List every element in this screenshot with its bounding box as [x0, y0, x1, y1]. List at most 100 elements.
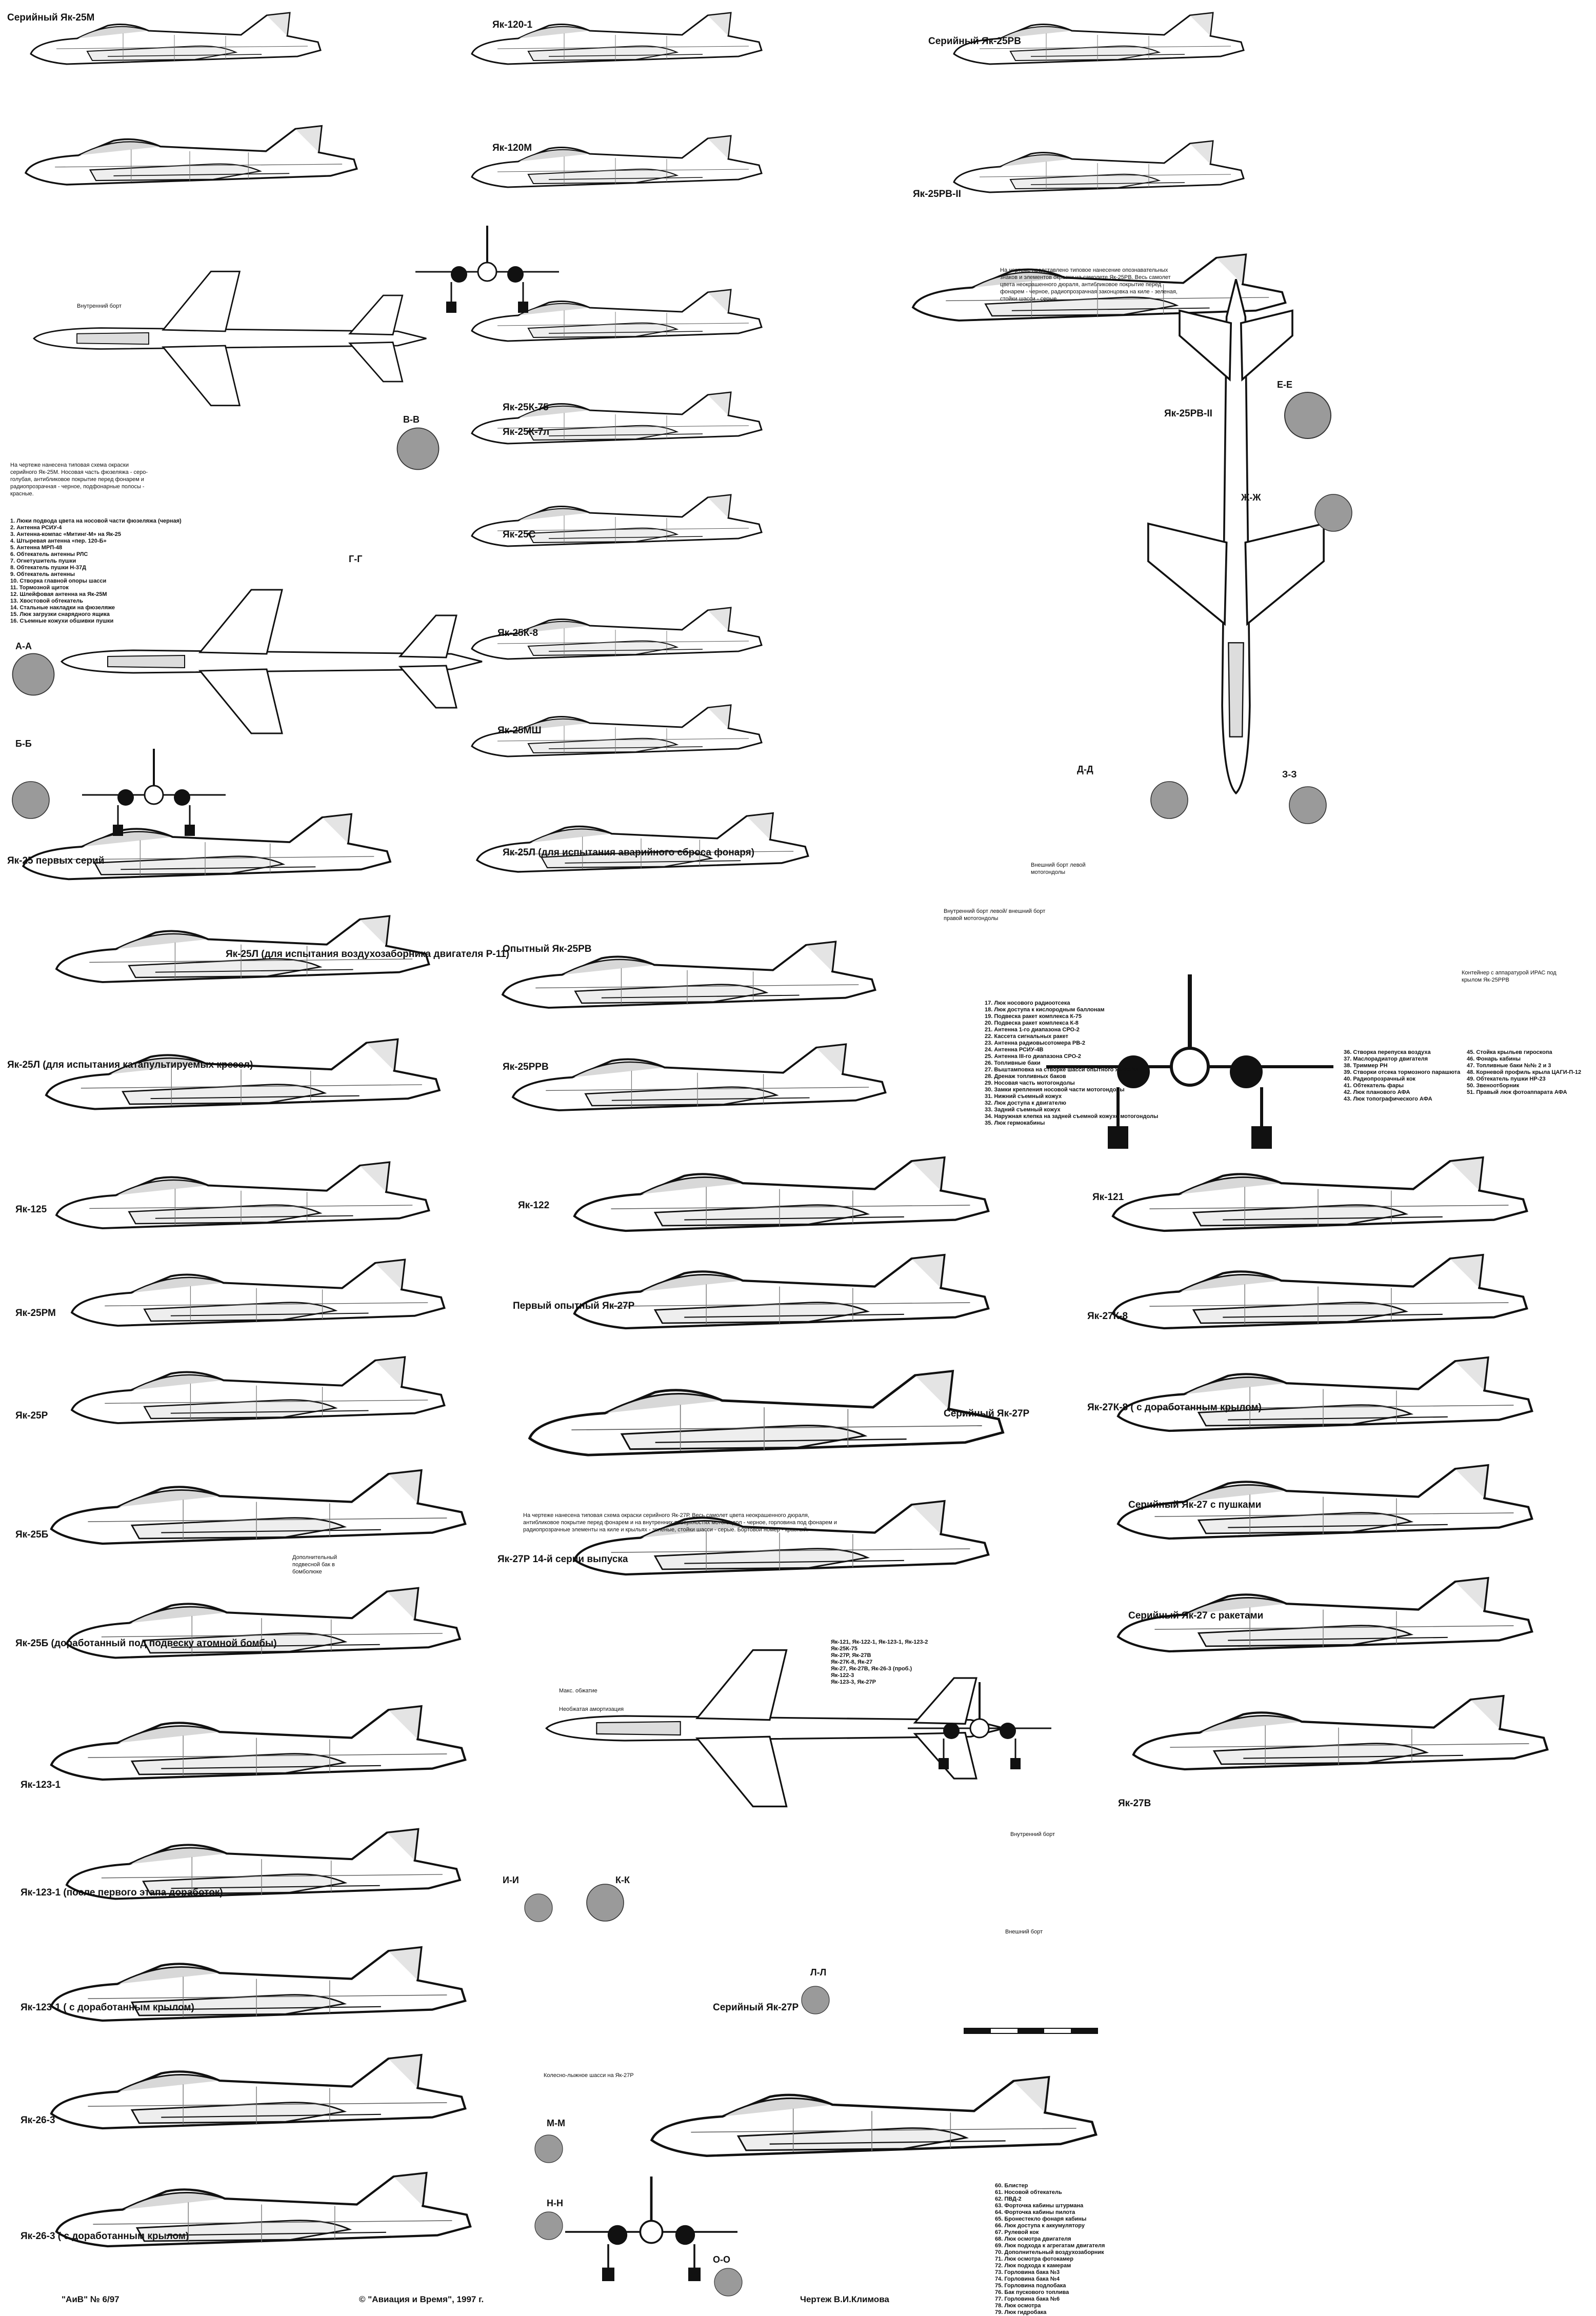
label-yak25rrv: Як-25РРВ	[503, 1062, 549, 1072]
legend-item: 74. Горловина бака №4	[995, 2276, 1060, 2282]
label-yak25rv2: Як-25РВ-II	[913, 189, 961, 199]
legend-item: 73. Горловина бака №3	[995, 2269, 1060, 2275]
legend-1-16: 1. Люки подвода цвета на носовой части ф…	[10, 518, 182, 625]
legend-item: Як-27, Як-27В, Як-26-3 (проб.)	[831, 1666, 912, 1672]
legend-item: 43. Люк топографического АФА	[1344, 1096, 1432, 1102]
section-label: Ж-Ж	[1241, 492, 1261, 503]
legend-item: Як-25К-75	[831, 1646, 857, 1652]
legend-item: 60. Блистер	[995, 2183, 1028, 2189]
legend-item: Як-121, Як-122-1, Як-123-1, Як-123-2	[831, 1639, 928, 1645]
legend-item: 79. Люк гидробака	[995, 2309, 1047, 2315]
legend-item: Як-27К-8, Як-27	[831, 1659, 873, 1665]
section-label: И-И	[503, 1875, 519, 1885]
legend-item: 37. Маслорадиатор двигателя	[1344, 1056, 1428, 1062]
legend-item: 29. Носовая часть мотогондолы	[985, 1080, 1075, 1086]
label-yak121: Як-121	[1092, 1192, 1124, 1203]
note-gear-free: Необжатая амортизация	[559, 1706, 624, 1712]
section-label: Б-Б	[15, 738, 32, 749]
legend-item: 25. Антенна III-го диапазона СРО-2	[985, 1053, 1081, 1060]
label-yak25l-intake: Як-25Л (для испытания воздухозаборника д…	[226, 949, 510, 960]
note-ski-gear: Колесно-лыжное шасси на Як-27Р	[544, 2072, 634, 2079]
label-yak25l-seat: Як-25Л (для испытания катапультируемых к…	[7, 1060, 253, 1070]
note-yak25m-paint: На чертеже нанесена типовая схема окраск…	[10, 462, 148, 497]
label-yak120-1: Як-120-1	[492, 19, 533, 30]
legend-item: 49. Обтекатель пушки НР-23	[1467, 1076, 1546, 1082]
label-yak27k8-wing: Як-27К-8 ( с доработанным крылом)	[1087, 1402, 1262, 1413]
legend-item: 23. Антенна радиовысотомера РВ-2	[985, 1040, 1085, 1046]
legend-item: 28. Дренаж топливных баков	[985, 1073, 1066, 1080]
label-yak25rm: Як-25РМ	[15, 1308, 56, 1319]
label-yak123-1: Як-123-1	[21, 1780, 61, 1790]
footer-issue: "АиВ" № 6/97	[62, 2294, 119, 2304]
legend-item: 2. Антенна РСИУ-4	[10, 525, 62, 531]
legend-item: 63. Форточка кабины штурмана	[995, 2203, 1084, 2209]
label-yak123-1-mod: Як-123-1 (после первого этапа доработок)	[21, 1887, 223, 1898]
label-yak27r-14: Як-27Р 14-й серии выпуска	[497, 1554, 628, 1565]
section-label: К-К	[615, 1875, 630, 1885]
legend-item: 39. Створки отсека тормозного парашюта	[1344, 1069, 1461, 1075]
section-label: З-З	[1282, 769, 1297, 780]
legend-item: 7. Огнетушитель пушки	[10, 558, 76, 564]
label-yak27k8: Як-27К-8	[1087, 1311, 1128, 1322]
legend-item: 68. Люк осмотра двигателя	[995, 2236, 1071, 2242]
legend-item: 78. Люк осмотра	[995, 2303, 1041, 2309]
legend-item: 50. Звеноотборник	[1467, 1083, 1520, 1089]
label-yak27-rockets: Серийный Як-27 с ракетами	[1128, 1610, 1264, 1621]
label-yak27r-serial: Серийный Як-27Р	[944, 1408, 1030, 1419]
legend-item: 72. Люк подхода к камерам	[995, 2263, 1071, 2269]
section-label: М-М	[547, 2118, 565, 2128]
footer-copyright: © "Авиация и Время", 1997 г.	[359, 2294, 484, 2304]
legend-item: 1. Люки подвода цвета на носовой части ф…	[10, 518, 182, 524]
section-label: Н-Н	[547, 2198, 563, 2208]
label-yak25b: Як-25Б	[15, 1529, 49, 1540]
note-left-nacelle: Внешний борт левой мотогондолы	[1031, 862, 1086, 875]
note-bomb-bay: Дополнительный подвесной бак в бомболюке	[292, 1554, 337, 1575]
note-yak25rv-paint: На чертеже представлено типовое нанесени…	[1000, 267, 1178, 302]
label-yak25rv2-plan: Як-25РВ-II	[1164, 408, 1212, 419]
scale-bar	[964, 2028, 1098, 2034]
label-yak25l-canopy: Як-25Л (для испытания аварийного сброса …	[503, 847, 755, 858]
legend-item: 62. ПВД-2	[995, 2196, 1022, 2202]
label-yak27v: Як-27В	[1118, 1798, 1151, 1809]
label-yak25s: Як-25С	[503, 529, 536, 540]
legend-item: 3. Антенна-компас «Митинг-М» на Як-25	[10, 531, 121, 537]
legend-item: 26. Топливные баки	[985, 1060, 1041, 1066]
legend-item: 18. Люк доступа к кислородным баллонам	[985, 1007, 1105, 1013]
legend-item: 35. Люк гермокабины	[985, 1120, 1045, 1126]
legend-item: 65. Бронестекло фонаря кабины	[995, 2216, 1087, 2222]
legend-item: 33. Задний съемный кожух	[985, 1107, 1061, 1113]
legend-item: 47. Топливные баки №№ 2 и 3	[1467, 1063, 1551, 1069]
label-yak25-first: Як-25 первых серий	[7, 855, 105, 866]
legend-item: 38. Триммер РН	[1344, 1063, 1388, 1069]
label-yak25msh: Як-25МШ	[497, 725, 542, 736]
note-nacelle-sides: Внутренний борт левой/ внешний борт прав…	[944, 908, 1046, 922]
legend-item: 24. Антенна РСИУ-4В	[985, 1047, 1044, 1053]
legend-item: 16. Съемные кожухи обшивки пушки	[10, 618, 114, 624]
legend-item: 5. Антенна МРП-48	[10, 545, 63, 551]
legend-item: Як-27Р, Як-27В	[831, 1652, 871, 1659]
legend-item: 45. Стойка крыльев гироскопа	[1467, 1049, 1552, 1055]
legend-item: 70. Дополнительный воздухозаборник	[995, 2249, 1104, 2255]
label-yak25k75: Як-25К-75	[503, 402, 549, 413]
label-yak25k7l: Як-25К-7л	[503, 427, 550, 437]
legend-item: 41. Обтекатель фары	[1344, 1083, 1404, 1089]
section-label: А-А	[15, 641, 32, 651]
section-label: Е-Е	[1277, 380, 1293, 390]
legend-item: 67. Рулевой кок	[995, 2229, 1039, 2235]
legend-item: 21. Антенна 1-го диапазона СРО-2	[985, 1027, 1080, 1033]
label-yak125: Як-125	[15, 1204, 47, 1215]
legend-item: 4. Штыревая антенна «пер. 120-Б»	[10, 538, 107, 544]
label-yak120m: Як-120М	[492, 143, 532, 153]
label-yak25rv: Серийный Як-25РВ	[928, 36, 1021, 47]
footer-author: Чертеж В.И.Климова	[800, 2294, 889, 2304]
label-yak26-3: Як-26-3	[21, 2115, 55, 2126]
legend-item: 11. Тормозной щиток	[10, 585, 69, 591]
note-container: Контейнер с аппаратурой ИРАС под крылом …	[1462, 970, 1557, 983]
note-nacelle-inner: Внутренний борт	[1010, 1831, 1055, 1838]
legend-item: 77. Горловина бака №6	[995, 2296, 1060, 2302]
